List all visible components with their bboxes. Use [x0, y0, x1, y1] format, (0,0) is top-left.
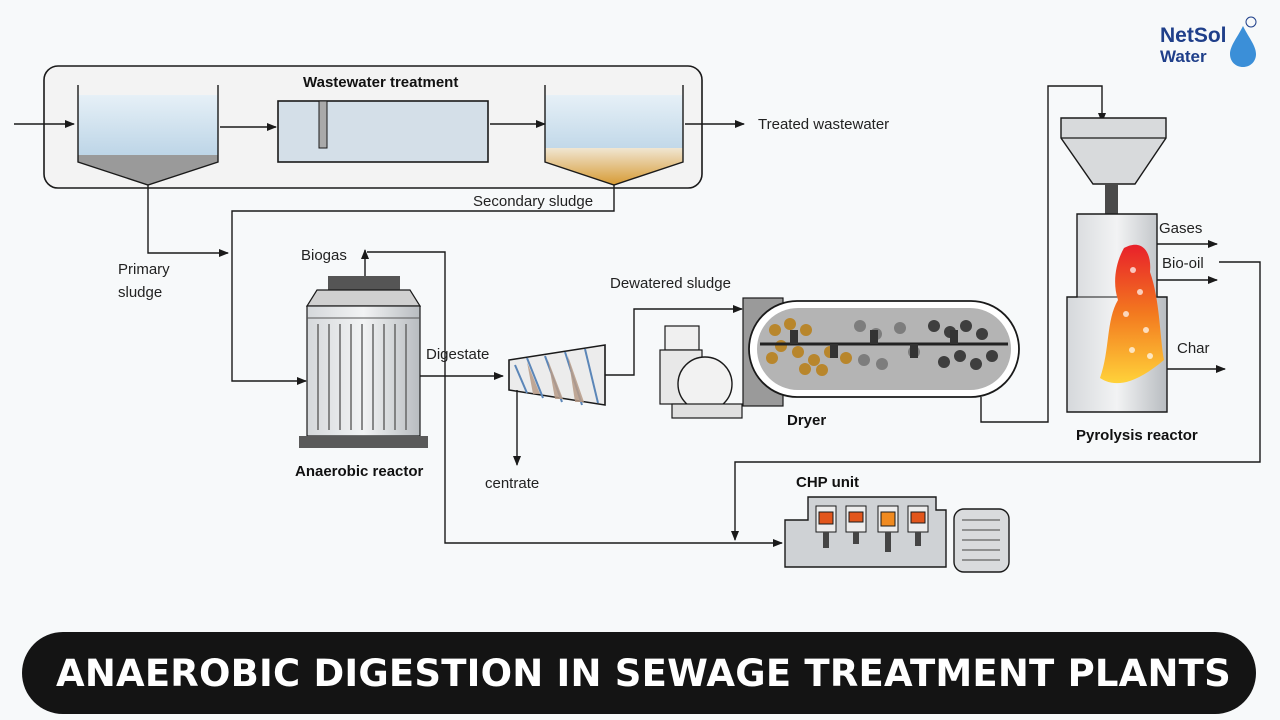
aeration-tank: [277, 100, 489, 163]
chp-unit: [784, 496, 1010, 573]
centrifuge: [508, 344, 606, 406]
water-drop-icon: [1230, 26, 1256, 67]
biogas-label: Biogas: [301, 247, 347, 264]
primary-sludge-line: [147, 185, 229, 257]
title-banner: ANAEROBIC DIGESTION IN SEWAGE TREATMENT …: [22, 632, 1256, 714]
treated-wastewater-label: Treated wastewater: [758, 116, 889, 133]
dryer: [659, 297, 1020, 419]
logo-line1: NetSol: [1160, 24, 1227, 47]
secondary-clarifier: [544, 85, 684, 186]
process-diagram: NetSol Water Wastewater treatment Treate…: [14, 16, 1261, 573]
dewatered-sludge-line: [605, 305, 743, 376]
logo-line2: Water: [1160, 47, 1207, 66]
secondary-sludge-line: [231, 185, 615, 385]
fuel-to-chp-line: [731, 261, 1261, 541]
secondary-sludge-label: Secondary sludge: [473, 193, 593, 210]
netsol-logo: NetSol Water: [1160, 16, 1257, 67]
dryer-label: Dryer: [787, 412, 826, 429]
bio-oil-label: Bio-oil: [1162, 255, 1204, 272]
gases-label: Gases: [1159, 220, 1202, 237]
chp-unit-label: CHP unit: [796, 474, 859, 491]
anaerobic-reactor: [299, 276, 428, 448]
centrate-label: centrate: [485, 475, 539, 492]
primary-sludge-label-1: Primary: [118, 261, 170, 278]
trademark-icon: [1245, 16, 1257, 28]
digestate-label: Digestate: [426, 346, 489, 363]
dewatered-sludge-label: Dewatered sludge: [610, 275, 731, 292]
biogas-to-chp-line: [367, 251, 783, 547]
banner-title: ANAEROBIC DIGESTION IN SEWAGE TREATMENT …: [56, 651, 1231, 695]
dried-sludge-line: [980, 85, 1106, 423]
char-label: Char: [1177, 340, 1210, 357]
wastewater-treatment-title: Wastewater treatment: [303, 74, 458, 91]
pyrolysis-reactor: [1060, 117, 1168, 413]
primary-sludge-label-2: sludge: [118, 284, 162, 301]
anaerobic-reactor-label: Anaerobic reactor: [295, 463, 424, 480]
pyrolysis-reactor-label: Pyrolysis reactor: [1076, 427, 1198, 444]
